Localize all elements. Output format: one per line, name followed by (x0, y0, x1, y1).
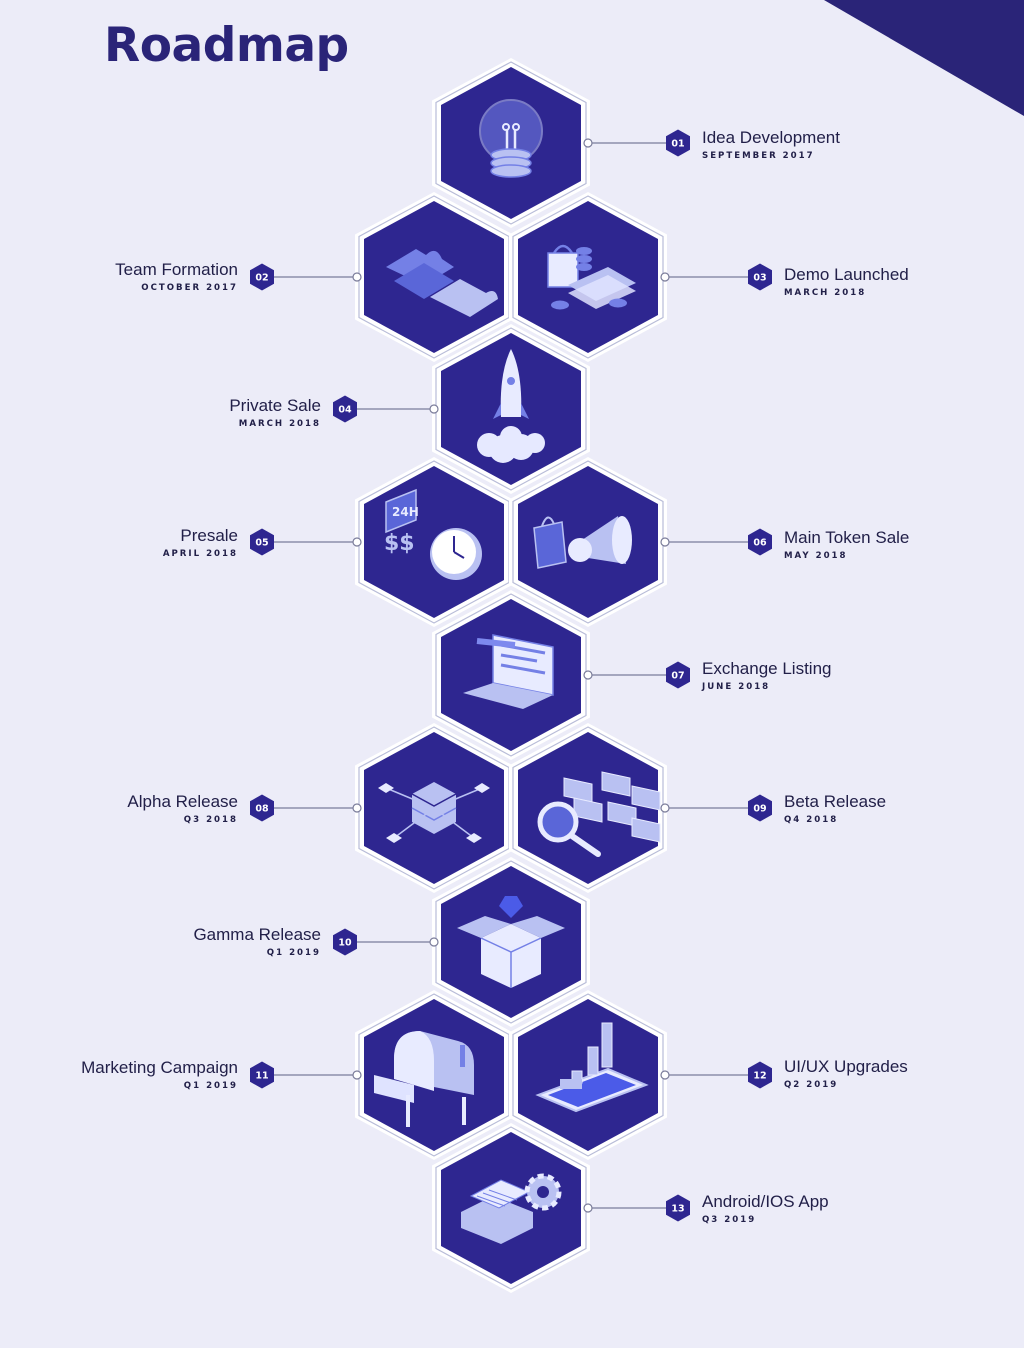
milestone-date: Q1 2019 (183, 1081, 238, 1091)
milestone-date: Q3 2019 (702, 1215, 757, 1225)
step-badge (250, 263, 274, 291)
connector-dot (583, 138, 593, 148)
milestone-label: Marketing Campaign Q1 2019 (0, 1058, 238, 1091)
connector-dot (660, 803, 670, 813)
milestone-label: Beta Release Q4 2018 (784, 792, 1024, 825)
connector-dot (583, 1203, 593, 1213)
connector-dot (660, 1070, 670, 1080)
step-number: 03 (753, 273, 766, 284)
step-badge (333, 395, 357, 423)
milestone-date: Q3 2018 (183, 815, 238, 825)
step-number: 05 (255, 538, 268, 549)
step-number: 10 (338, 938, 352, 949)
step-badge (250, 1061, 274, 1089)
svg-text:24H: 24H (392, 505, 419, 519)
step-number: 12 (753, 1071, 766, 1082)
magnifier-icon (537, 771, 661, 857)
gem-box-icon (457, 896, 565, 988)
step-number: 02 (255, 273, 268, 284)
milestone-name: Android/IOS App (702, 1192, 829, 1211)
milestone-date: OCTOBER 2017 (141, 283, 238, 293)
step-badge (748, 1061, 772, 1089)
milestone-name: Demo Launched (784, 265, 909, 284)
step-number: 11 (255, 1071, 268, 1082)
milestone-name: Marketing Campaign (81, 1058, 238, 1077)
milestone-name: Alpha Release (127, 792, 238, 811)
step-number: 06 (753, 538, 767, 549)
clock-icon: 24H $$ (384, 488, 482, 580)
milestone-date: Q1 2019 (266, 948, 321, 958)
milestone-name: Main Token Sale (784, 528, 910, 547)
milestone-name: Gamma Release (193, 925, 321, 944)
step-number: 07 (671, 671, 684, 682)
laptop-icon (463, 634, 554, 709)
step-badge (748, 794, 772, 822)
connector-dot (660, 537, 670, 547)
page-title: Roadmap (104, 18, 349, 73)
money-bag-icon (547, 244, 636, 310)
step-badge (666, 129, 690, 157)
connector-dot (352, 272, 362, 282)
milestone-name: Idea Development (702, 128, 840, 147)
milestone-date: MARCH 2018 (784, 288, 867, 298)
connector-dot (352, 537, 362, 547)
step-number: 01 (671, 139, 684, 150)
connector-dot (583, 670, 593, 680)
milestone-name: Team Formation (115, 260, 238, 279)
connector-dot (352, 803, 362, 813)
connector-dot (352, 1070, 362, 1080)
step-badge (748, 263, 772, 291)
step-badge (250, 794, 274, 822)
milestone-label: UI/UX Upgrades Q2 2019 (784, 1057, 1024, 1090)
rocket-icon (477, 349, 545, 463)
connector-dot (429, 937, 439, 947)
server-network-icon (378, 782, 490, 843)
mailbox-icon (374, 1031, 474, 1127)
milestone-name: Exchange Listing (702, 659, 832, 678)
step-badge (250, 528, 274, 556)
milestone-date: MAY 2018 (784, 551, 848, 561)
lightbulb-icon (479, 99, 543, 178)
step-number: 04 (338, 405, 352, 416)
step-badge (333, 928, 357, 956)
milestone-date: MARCH 2018 (238, 419, 321, 429)
connector-dot (429, 404, 439, 414)
connector-dot (660, 272, 670, 282)
milestone-label: Gamma Release Q1 2019 (61, 925, 321, 958)
puzzle-icon (386, 249, 498, 317)
step-number: 09 (753, 804, 766, 815)
svg-text:$$: $$ (384, 531, 415, 556)
step-number: 13 (671, 1204, 684, 1215)
milestone-date: SEPTEMBER 2017 (702, 151, 815, 161)
milestone-date: APRIL 2018 (162, 549, 238, 559)
step-number: 08 (255, 804, 269, 815)
milestone-name: Presale (180, 526, 238, 545)
step-badge (748, 528, 772, 556)
milestone-date: Q4 2018 (784, 815, 839, 825)
step-badge (666, 1194, 690, 1222)
milestone-label: Alpha Release Q3 2018 (0, 792, 238, 825)
milestone-name: Private Sale (229, 396, 321, 415)
corner-accent (824, 0, 1024, 116)
gear-calendar-icon (461, 1173, 562, 1244)
milestone-name: Beta Release (784, 792, 887, 811)
chart-tablet-icon (535, 1022, 649, 1113)
milestone-date: Q2 2019 (784, 1080, 839, 1090)
milestone-date: JUNE 2018 (702, 682, 771, 692)
milestone-label: Android/IOS App Q3 2019 (702, 1192, 962, 1225)
milestone-name: UI/UX Upgrades (784, 1057, 908, 1076)
megaphone-icon (533, 516, 632, 569)
step-badge (666, 661, 690, 689)
